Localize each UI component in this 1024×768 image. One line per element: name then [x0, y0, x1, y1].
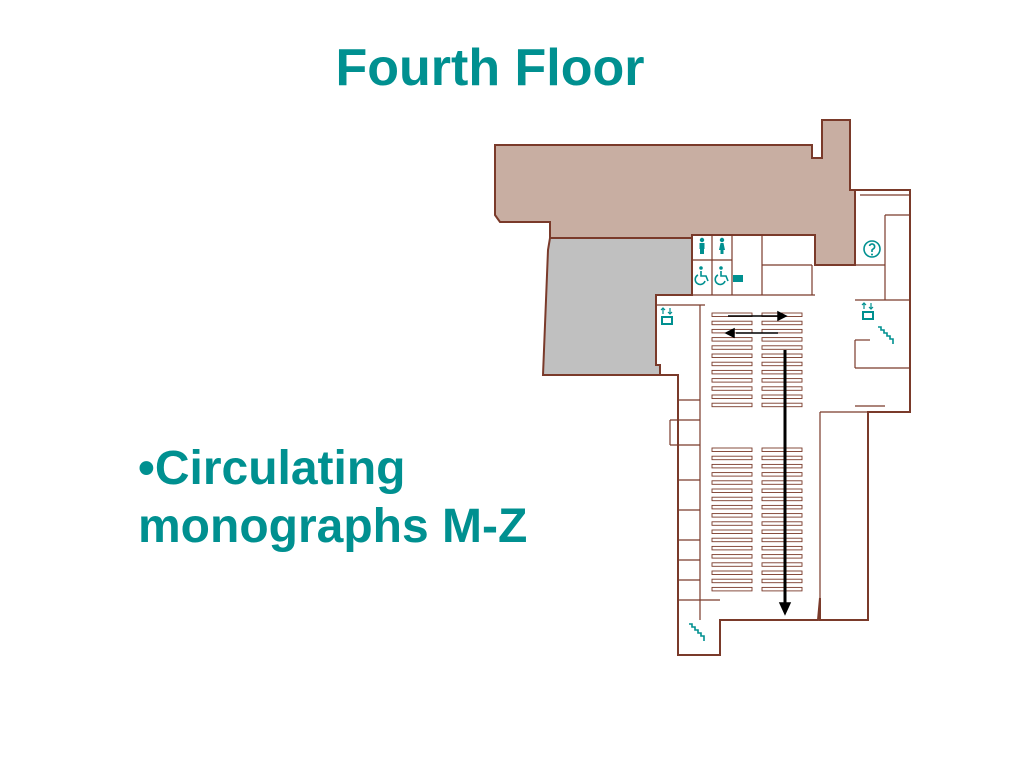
elevator-icon [861, 302, 874, 320]
shelf-row [711, 545, 753, 551]
shelf-row [711, 378, 753, 383]
shelf-row [761, 545, 803, 551]
shelf-row [711, 345, 753, 350]
shelf-row [711, 578, 753, 584]
arrowhead [777, 310, 788, 322]
shelf-row [711, 521, 753, 526]
shelf-row [711, 353, 753, 358]
shelf-row [761, 369, 803, 375]
shelf-row [711, 529, 753, 534]
shelf-row [711, 488, 753, 493]
shelf-row [761, 394, 803, 399]
shelf-row [711, 386, 753, 391]
arrowhead [778, 602, 792, 616]
shelving [711, 312, 803, 592]
shelf-row [761, 455, 803, 461]
route-arrows [724, 310, 792, 616]
shelf-row [711, 570, 753, 575]
shelf-row [711, 504, 753, 510]
shelf-row [761, 488, 803, 493]
shelf-row [761, 562, 803, 567]
shelf-row [711, 463, 753, 469]
shelf-row [761, 402, 803, 408]
accessible-restroom-icon [714, 266, 729, 286]
shelf-row [711, 472, 753, 477]
interior-walls [656, 194, 910, 620]
shelf-row [761, 328, 803, 334]
shelf-row [761, 570, 803, 575]
shelf-row [761, 337, 803, 342]
shelf-row [711, 496, 753, 502]
shelf-row [711, 586, 753, 592]
shelf-row [761, 554, 803, 559]
shelf-row [711, 447, 753, 452]
stairs-icon [878, 326, 894, 344]
shelf-row [761, 504, 803, 510]
shelf-row [761, 496, 803, 502]
shelf-row [711, 361, 753, 367]
information-icon [863, 240, 881, 258]
bullet-marker: • [138, 442, 155, 495]
restroom-women-icon [719, 237, 725, 254]
shelf-row [761, 472, 803, 477]
shelf-row [761, 463, 803, 469]
shelf-row [761, 386, 803, 391]
restroom-men-icon [699, 237, 705, 254]
shelf-row [761, 537, 803, 543]
shelf-row [711, 320, 753, 326]
shelf-row [711, 394, 753, 399]
shelf-row [711, 369, 753, 375]
shelf-row [711, 554, 753, 559]
bullet-line-1: Circulating [154, 442, 406, 495]
shelf-row [711, 537, 753, 543]
accessible-restroom-icon [694, 266, 709, 286]
elevator-icon [660, 307, 673, 325]
shelf-row [761, 521, 803, 526]
shelf-row [761, 320, 803, 326]
shelf-row [761, 378, 803, 383]
shelf-row [711, 562, 753, 567]
arrowhead [724, 327, 735, 339]
shelf-row [761, 578, 803, 584]
page-title: Fourth Floor [335, 39, 645, 97]
shelf-row [761, 353, 803, 358]
shelf-row [761, 586, 803, 592]
shelf-row [761, 480, 803, 485]
shelf-row [761, 529, 803, 534]
shelf-row [761, 513, 803, 518]
bullet-text: •Circulating monographs M-Z [138, 440, 618, 556]
copier-icon [733, 272, 743, 282]
shelf-row [711, 337, 753, 342]
shelf-row [711, 513, 753, 518]
shelf-row [711, 455, 753, 461]
shelf-row [761, 447, 803, 452]
shelf-row [761, 345, 803, 350]
shelf-row [761, 361, 803, 367]
bullet-line-2: monographs M-Z [138, 500, 528, 553]
stairs-icon [689, 623, 705, 641]
shelf-row [711, 480, 753, 485]
shelf-row [711, 402, 753, 408]
